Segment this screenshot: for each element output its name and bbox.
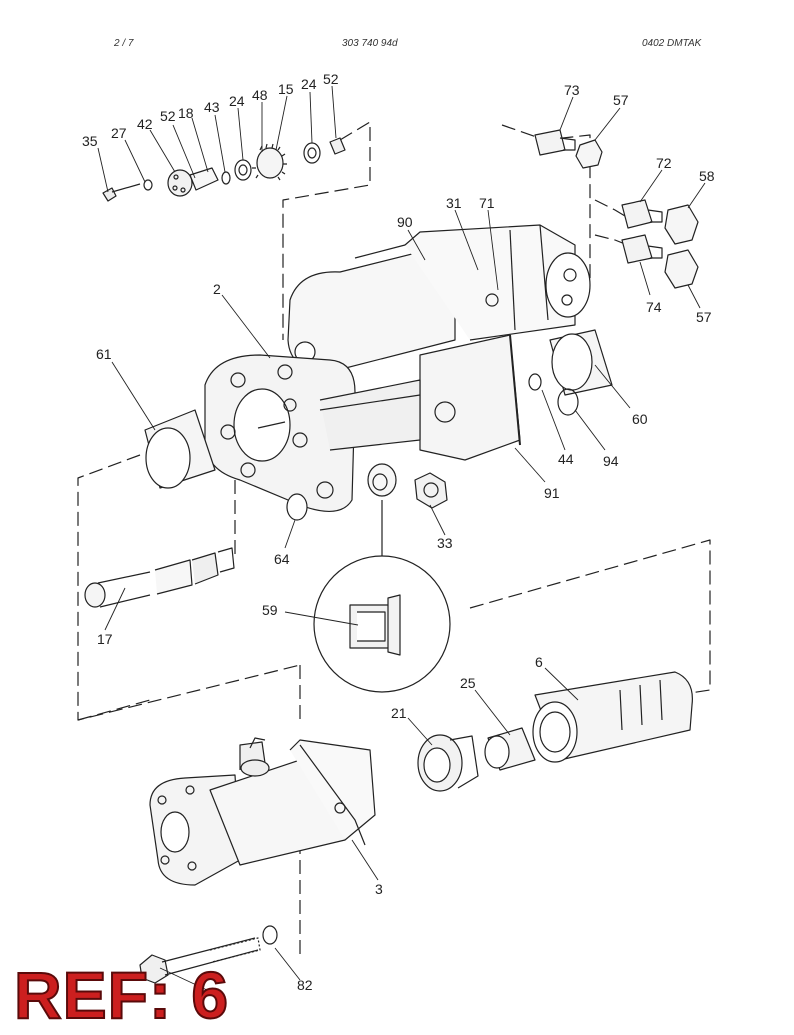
callout-15: 15 (278, 81, 294, 97)
callout-57: 57 (613, 92, 629, 108)
callout-42: 42 (137, 116, 153, 132)
sleeves-and-seals (144, 329, 613, 489)
callout-3: 3 (375, 881, 383, 897)
callout-17: 17 (97, 631, 113, 647)
callout-2: 2 (213, 281, 221, 297)
pump-housing (204, 224, 591, 521)
callout-90: 90 (397, 214, 413, 230)
hydraulic-fittings (534, 129, 699, 289)
callout-27: 27 (111, 125, 127, 141)
callout-52: 52 (160, 108, 176, 124)
callout-73: 73 (564, 82, 580, 98)
callout-24b: 24 (301, 76, 317, 92)
lower-shaft-group (417, 671, 693, 792)
callout-58: 58 (699, 168, 715, 184)
callout-64: 64 (274, 551, 290, 567)
callout-leader-lines (97, 85, 706, 998)
document-code: 0402 DMTAK (642, 38, 702, 49)
callout-74: 74 (646, 299, 662, 315)
callout-35: 35 (82, 133, 98, 149)
callout-94: 94 (603, 453, 619, 469)
pin-17 (84, 547, 235, 608)
callout-21: 21 (391, 705, 407, 721)
callout-6: 6 (535, 654, 543, 670)
callout-82: 82 (297, 977, 313, 993)
long-bolt-and-washer (139, 925, 278, 984)
document-number: 303 740 94d (342, 38, 398, 49)
callout-44: 44 (558, 451, 574, 467)
callout-61: 61 (96, 346, 112, 362)
callout-18: 18 (178, 105, 194, 121)
callout-43: 43 (204, 99, 220, 115)
ref-label: REF: 6 (13, 958, 230, 1032)
callout-52b: 52 (323, 71, 339, 87)
callout-57b: 57 (696, 309, 712, 325)
callout-48: 48 (252, 87, 268, 103)
callout-59: 59 (262, 602, 278, 618)
callout-labels: 35 27 42 52 18 43 24 48 15 24 52 73 57 7… (82, 71, 715, 993)
callout-24: 24 (229, 93, 245, 109)
callout-71: 71 (479, 195, 495, 211)
callout-33: 33 (437, 535, 453, 551)
bushings-and-nut (367, 463, 448, 556)
callout-72: 72 (656, 155, 672, 171)
callout-25: 25 (460, 675, 476, 691)
callout-31: 31 (446, 195, 462, 211)
detail-view-59 (313, 555, 451, 693)
page-number: 2 / 7 (114, 38, 134, 49)
callout-91: 91 (544, 485, 560, 501)
bottom-housing (149, 737, 376, 886)
callout-60: 60 (632, 411, 648, 427)
